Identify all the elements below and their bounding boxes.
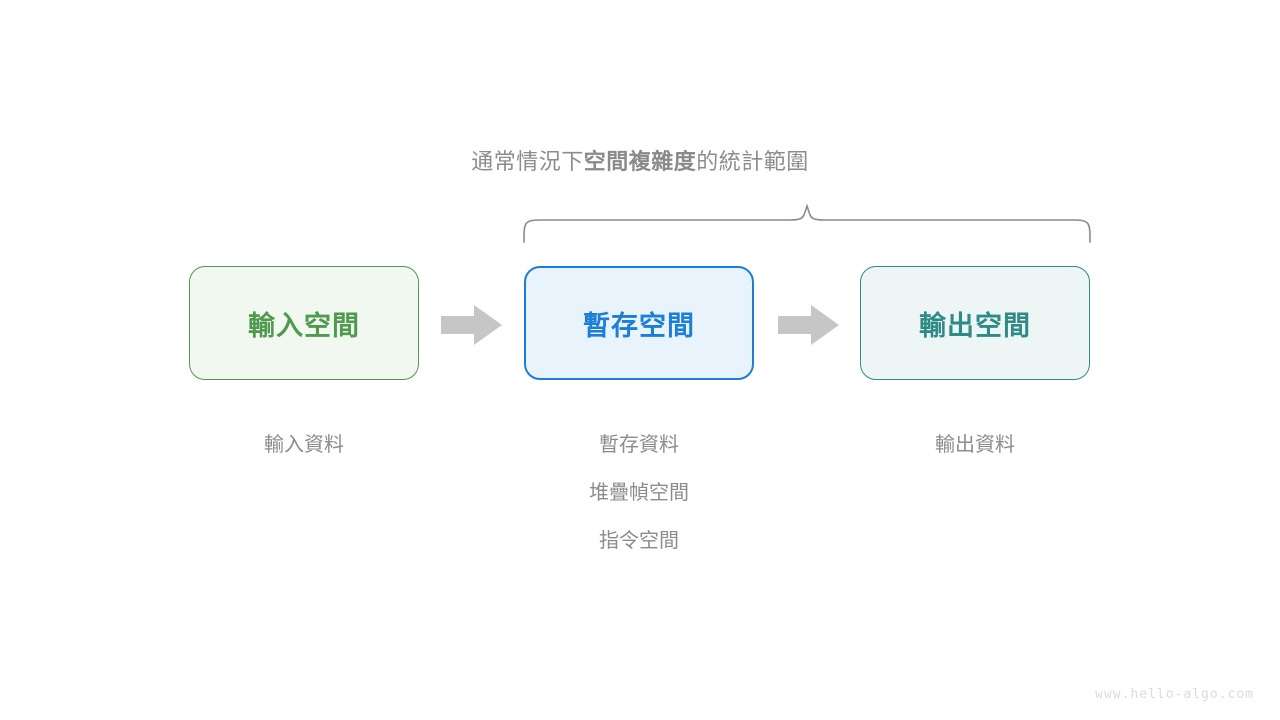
caption-line: 輸出資料 — [935, 434, 1015, 456]
box-temp-space-label: 暫存空間 — [583, 310, 695, 341]
box-input-space[interactable]: 輸入空間 — [189, 266, 419, 380]
box-input-space-label: 輸入空間 — [248, 310, 360, 341]
caption-temp-space: 暫存資料 堆疊幀空間 指令空間 — [489, 421, 789, 565]
box-output-space-label: 輸出空間 — [919, 310, 1031, 341]
arrow-right-icon-1 — [441, 305, 502, 345]
caption-input-space: 輸入資料 — [154, 421, 454, 469]
brace-caption-suffix: 的統計範圍 — [696, 149, 809, 174]
box-output-space[interactable]: 輸出空間 — [860, 266, 1090, 380]
brace-caption: 通常情況下空間複雜度的統計範圍 — [0, 147, 1280, 177]
brace-caption-prefix: 通常情況下 — [471, 149, 584, 174]
caption-output-space: 輸出資料 — [825, 421, 1125, 469]
watermark: www.hello-algo.com — [1095, 687, 1254, 702]
caption-line: 暫存資料 — [599, 434, 679, 456]
arrow-right-icon-2 — [778, 305, 839, 345]
brace-caption-emphasis: 空間複雜度 — [583, 149, 697, 174]
curly-brace-icon — [523, 203, 1091, 243]
caption-line: 堆疊幀空間 — [589, 482, 689, 504]
caption-line: 輸入資料 — [264, 434, 344, 456]
caption-line: 指令空間 — [599, 530, 679, 552]
box-temp-space[interactable]: 暫存空間 — [524, 266, 754, 380]
